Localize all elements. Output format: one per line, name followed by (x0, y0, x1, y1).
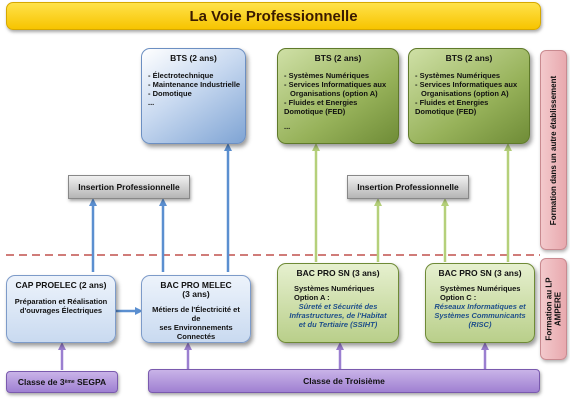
list-item: - Systèmes Numériques (284, 71, 370, 80)
side-label-top-text: Formation dans un autre établissement (549, 75, 558, 225)
melec-title-line1: BAC PRO MELEC (160, 280, 232, 290)
side-label-other-establishment: Formation dans un autre établissement (540, 50, 567, 250)
sna-italic2: Infrastructures, de l'Habitat (289, 311, 387, 320)
melec-title-line2: (3 ans) (182, 289, 210, 299)
bac-pro-sn-option-c-card: BAC PRO SN (3 ans) Systèmes Numériques O… (425, 263, 535, 343)
sna-italic3: et du Tertiaire (SSIHT) (298, 320, 378, 329)
cap-body-line1: Préparation et Réalisation (14, 297, 108, 306)
cap-body-line2: d'ouvrages Électriques (19, 306, 103, 315)
insertion-professionnelle-box-1: Insertion Professionnelle (68, 175, 190, 199)
segpa-sup: ème (64, 379, 75, 385)
bts-blue-items: - Électrotechnique - Maintenance Industr… (148, 71, 241, 107)
bts-green1-items: - Systèmes Numériques - Services Informa… (284, 71, 392, 131)
list-item: - Services Informatiques aux (284, 80, 387, 89)
list-item: - Services Informatiques aux (415, 80, 518, 89)
snc-line1: Systèmes Numériques (440, 284, 521, 293)
list-item: - Électrotechnique (148, 71, 214, 80)
snc-italic3: (RISC) (468, 320, 492, 329)
side-label-bottom-line1: Formation au LP (544, 277, 554, 341)
sna-line2: Option A : (294, 293, 330, 302)
list-item: Organisations (option A) (421, 89, 509, 98)
bts-electrotechnique-card: BTS (2 ans) - Électrotechnique - Mainten… (141, 48, 246, 144)
insertion-professionnelle-box-2: Insertion Professionnelle (347, 175, 469, 199)
bts-blue-title: BTS (2 ans) (170, 53, 217, 63)
snc-line2: Option C : (440, 293, 477, 302)
side-label-lp-ampere: Formation au LP AMPERE (540, 258, 567, 360)
melec-body-line3: Connectés (176, 332, 216, 341)
bts-sn-card-2: BTS (2 ans) - Systèmes Numériques - Serv… (408, 48, 530, 144)
bts-green1-title: BTS (2 ans) (314, 53, 362, 63)
bac-pro-sn-option-a-card: BAC PRO SN (3 ans) Systèmes Numériques O… (277, 263, 399, 343)
list-item: Domotique (FED) (284, 107, 346, 116)
sna-italic1: Sûreté et Sécurité des (298, 302, 378, 311)
snc-title: BAC PRO SN (3 ans) (438, 268, 522, 278)
bts-green2-items: - Systèmes Numériques - Services Informa… (415, 71, 523, 116)
list-item: - Fluides et Energies (415, 98, 489, 107)
segpa-prefix: Classe de 3 (17, 377, 65, 387)
list-item: ... (284, 122, 291, 131)
melec-body-line1: Métiers de l'Électricité et de (152, 305, 240, 323)
bts-green2-title: BTS (2 ans) (445, 53, 493, 63)
list-item: Domotique (FED) (415, 107, 477, 116)
side-label-bottom-line2: AMPERE (553, 291, 563, 327)
list-item: - Domotique (148, 89, 192, 98)
bts-sn-card-1: BTS (2 ans) - Systèmes Numériques - Serv… (277, 48, 399, 144)
cap-title: CAP PROELEC (2 ans) (15, 280, 107, 290)
side-label-bottom-text: Formation au LP AMPERE (545, 277, 563, 340)
snc-italic2: Systèmes Communicants (434, 311, 526, 320)
list-item: ... (148, 98, 155, 107)
sna-line1: Systèmes Numériques (294, 284, 375, 293)
list-item: - Systèmes Numériques (415, 71, 501, 80)
bac-pro-melec-card: BAC PRO MELEC (3 ans) Métiers de l'Élect… (141, 275, 251, 343)
list-item: - Fluides et Energies (284, 98, 358, 107)
page-title: La Voie Professionnelle (6, 2, 541, 30)
snc-italic1: Réseaux Informatiques et (434, 302, 526, 311)
cap-proelec-card: CAP PROELEC (2 ans) Préparation et Réali… (6, 275, 116, 343)
classe-troisieme-bar: Classe de Troisième (148, 369, 540, 393)
sna-title: BAC PRO SN (3 ans) (296, 268, 380, 278)
list-item: - Maintenance Industrielle (148, 80, 241, 89)
list-item: Organisations (option A) (290, 89, 378, 98)
melec-body-line2: ses Environnements (159, 323, 233, 332)
segpa-suffix: SEGPA (74, 377, 107, 387)
